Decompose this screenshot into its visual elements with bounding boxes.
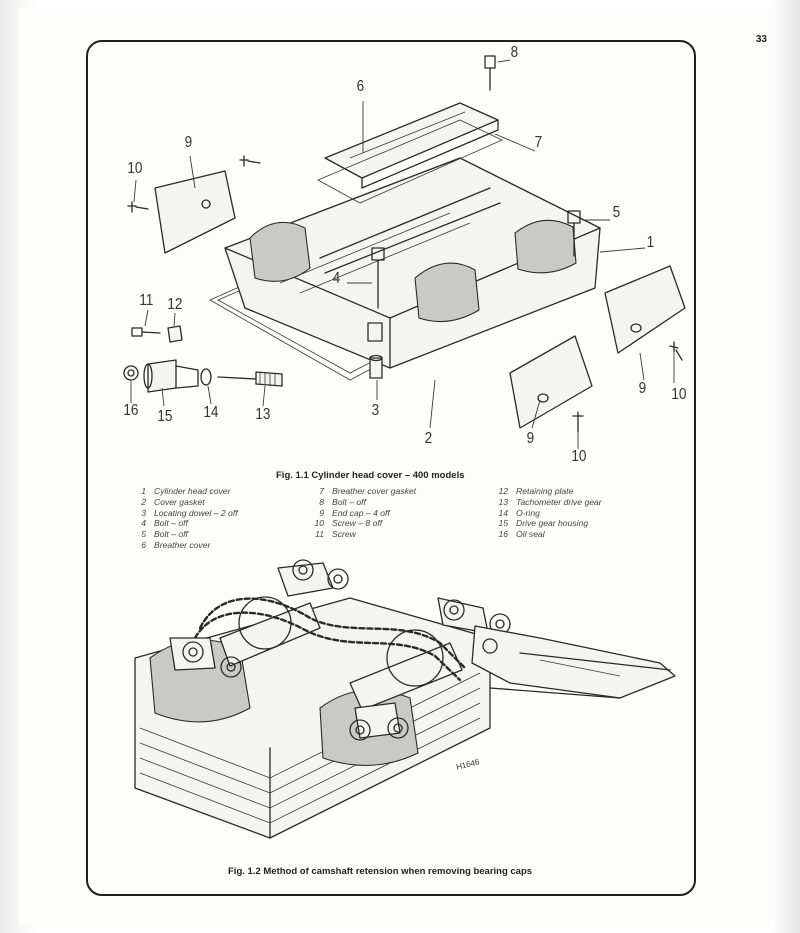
manual-page: 33: [20, 8, 775, 926]
callout-2: 2: [424, 430, 433, 447]
cylinder-head-cover-body: [224, 157, 601, 369]
callout-9-right-lower: 9: [526, 430, 535, 447]
callout-10-right-lower: 10: [571, 448, 587, 465]
callout-10-left: 10: [127, 160, 143, 177]
callout-12: 12: [167, 296, 183, 313]
callout-3: 3: [371, 402, 380, 419]
callout-9-right-upper: 9: [638, 380, 647, 397]
callout-13: 13: [255, 406, 271, 423]
callout-10-right-upper: 10: [671, 386, 687, 403]
end-cap-left: [154, 170, 236, 254]
callout-4: 4: [332, 270, 341, 287]
callout-8: 8: [510, 44, 519, 61]
page-number: 33: [755, 34, 767, 45]
callout-5: 5: [612, 204, 621, 221]
figure-1-caption: Fig. 1.1 Cylinder head cover – 400 model…: [276, 470, 465, 481]
callout-14: 14: [203, 404, 219, 421]
callout-7: 7: [534, 134, 543, 151]
callout-9-left: 9: [184, 134, 193, 151]
callout-6: 6: [356, 78, 365, 95]
end-cap-right-lower: [509, 335, 593, 429]
figure-frame: [86, 40, 696, 896]
callout-1: 1: [646, 234, 655, 251]
callout-16: 16: [123, 402, 139, 419]
cylinder-head-cover-exploded-drawing: [123, 55, 686, 449]
end-cap-right-upper: [604, 265, 686, 354]
camshaft-retension-drawing: [134, 559, 676, 839]
callout-11: 11: [139, 292, 154, 309]
callout-15: 15: [157, 408, 173, 425]
figure-2-caption: Fig. 1.2 Method of camshaft retension wh…: [228, 866, 533, 877]
